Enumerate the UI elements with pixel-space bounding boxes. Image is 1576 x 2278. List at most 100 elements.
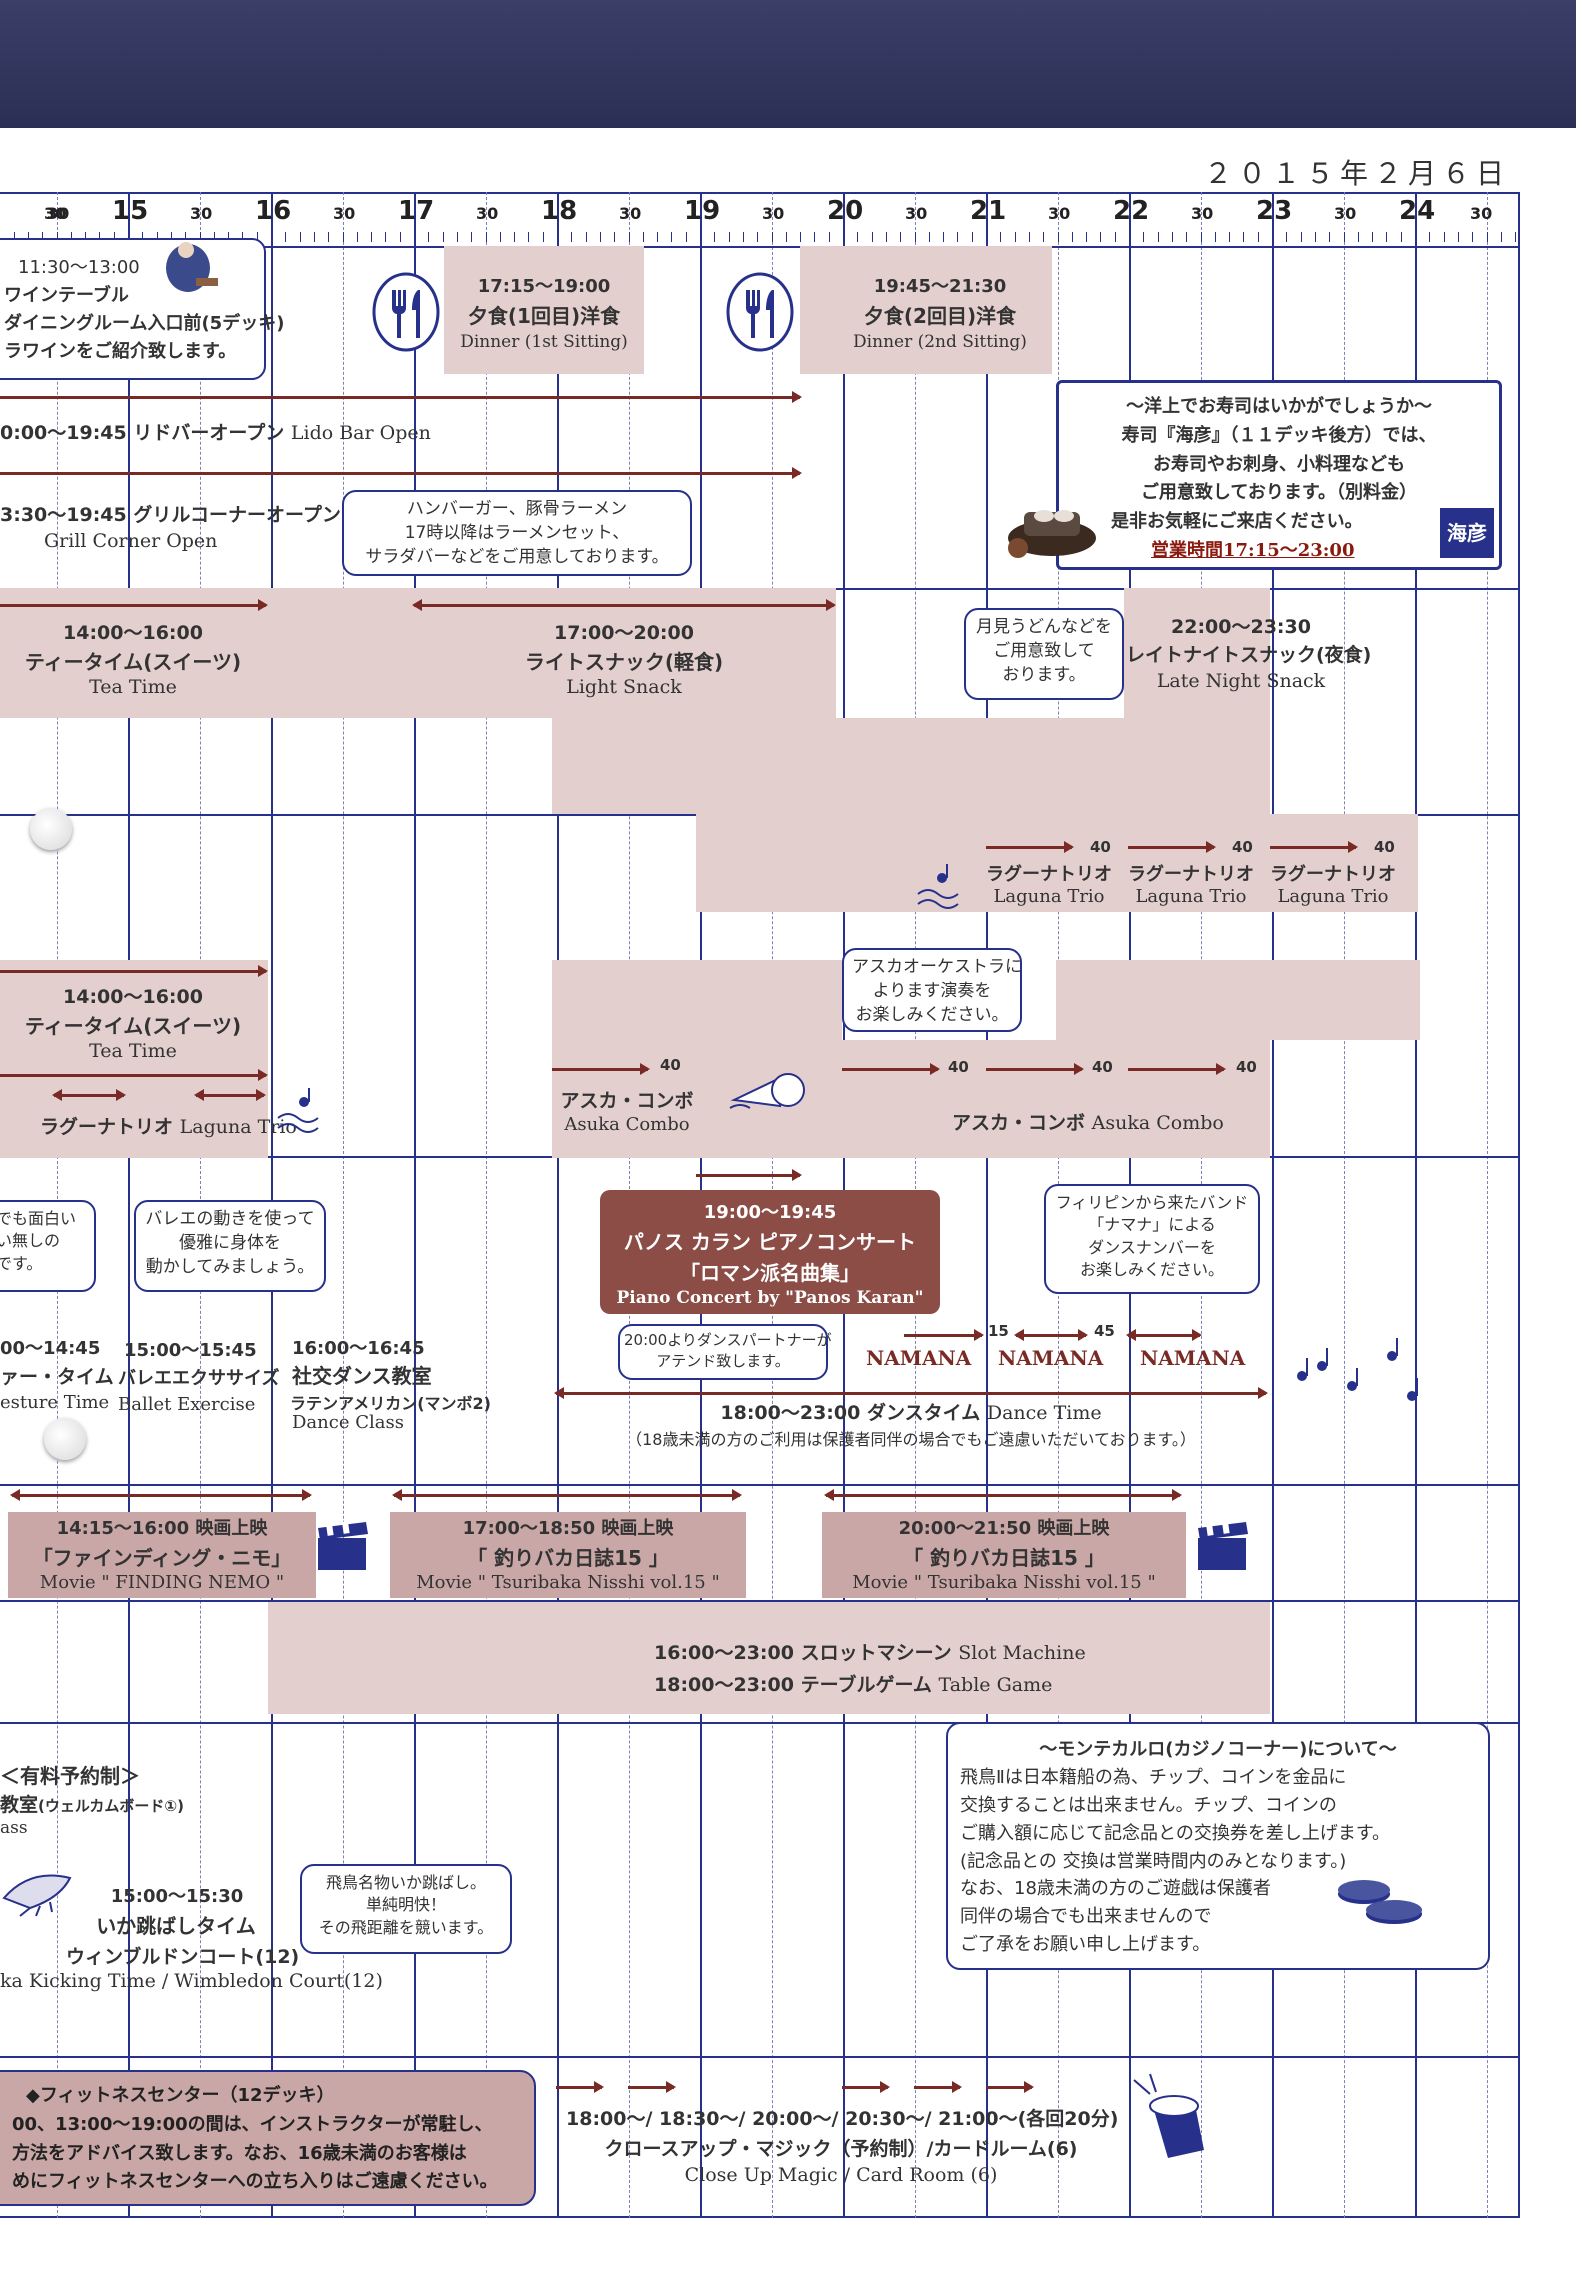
time-tick xyxy=(1072,232,1073,242)
grill-bubble-line1: ハンバーガー、豚骨ラーメン xyxy=(406,499,628,519)
ballet-title: バレエエクササイズ xyxy=(118,1368,280,1389)
time-tick xyxy=(471,232,472,242)
time-tick xyxy=(1286,232,1287,242)
movie-title: 「ファインディング・ニモ」 xyxy=(32,1546,292,1570)
time-tick xyxy=(343,232,344,242)
row-separator xyxy=(0,246,1520,248)
casino-note-line7: ご了承をお願い申し上げます。 xyxy=(960,1934,1211,1956)
time-tick xyxy=(1043,232,1044,242)
clapperboard-icon xyxy=(318,1521,368,1570)
asuka-combo1-arrow xyxy=(552,1063,650,1075)
namana1-arrow xyxy=(904,1329,984,1341)
time-tick xyxy=(900,232,901,242)
ballet-bubble: バレエの動きを使って 優雅に身体を 動かしてみましょう。 xyxy=(134,1200,326,1292)
time-tick xyxy=(743,232,744,242)
asuka-n2: 40 xyxy=(1092,1058,1113,1076)
half-hour-gridline xyxy=(1344,192,1345,2218)
lido-ja: リドバーオープン xyxy=(133,422,285,444)
casino-note-line6: 同伴の場合でも出来ませんので xyxy=(960,1906,1212,1928)
squid-icon xyxy=(2,1874,72,1917)
wine-location: ダイニングルーム入口前(5デッキ) xyxy=(4,312,285,334)
reserve-class: 教室(ウェルカムボード①) xyxy=(0,1790,184,1817)
grill-label: 3:30〜19:45 グリルコーナーオープン xyxy=(0,500,341,527)
time-tick xyxy=(500,232,501,242)
laguna-arrow xyxy=(986,841,1074,853)
asuka-bubble-line2: よります演奏を xyxy=(872,980,992,1001)
time-tick xyxy=(643,232,644,242)
time-tick xyxy=(400,232,401,242)
grill-time: 3:30〜19:45 xyxy=(0,504,127,526)
tea2-shade xyxy=(0,960,268,1158)
half-hour-label: 30 xyxy=(1048,204,1071,223)
magic-times: 18:00〜/ 18:30〜/ 20:00〜/ 20:30〜/ 21:00〜(各… xyxy=(566,2108,1119,2130)
time-tick xyxy=(586,232,587,242)
tea2-laguna: ラグーナトリオ Laguna Trio xyxy=(40,1112,297,1139)
hour-label-20: 20 xyxy=(827,196,864,226)
dance-time-arrow xyxy=(554,1387,1268,1399)
time-tick xyxy=(300,232,301,242)
udon-line1: 月見うどんなどを xyxy=(976,617,1112,637)
hour-gridline xyxy=(414,192,416,2218)
asuka-combo2-arrow1 xyxy=(842,1063,940,1075)
table-ja: テーブルゲーム xyxy=(800,1674,932,1696)
movie-time: 20:00〜21:50 映画上映 xyxy=(898,1518,1110,1539)
fork-knife-icon xyxy=(372,272,440,352)
waiter-icon xyxy=(166,242,218,292)
magic-hat-icon xyxy=(1133,2073,1204,2158)
time-tick xyxy=(872,232,873,242)
hour-gridline xyxy=(128,192,130,2218)
time-tick xyxy=(314,232,315,242)
time-tick xyxy=(1415,232,1416,242)
time-tick xyxy=(1258,232,1259,242)
time-tick xyxy=(600,232,601,242)
time-tick xyxy=(228,232,229,242)
time-tick xyxy=(42,232,43,242)
partner-line2: アテンド致します。 xyxy=(656,1352,790,1370)
time-tick xyxy=(1243,232,1244,242)
row-separator xyxy=(0,2056,1520,2058)
time-tick xyxy=(1029,232,1030,242)
dance-time-note: （18歳未満の方のご利用は保護者同伴の場合でもご遠慮いただいております。） xyxy=(626,1430,1196,1449)
ika-bubble-line2: 単純明快！ xyxy=(365,1895,446,1915)
namana3-arrow xyxy=(1126,1329,1202,1341)
gesture-en: esture Time xyxy=(0,1392,110,1413)
time-tick xyxy=(543,232,544,242)
movie-title: 「 釣りバカ日誌15 」 xyxy=(903,1546,1105,1570)
time-tick xyxy=(786,232,787,242)
casino-chips-icon xyxy=(1338,1880,1422,1924)
time-tick xyxy=(1358,232,1359,242)
time-tick xyxy=(1058,232,1059,242)
lightsnack-shade xyxy=(268,588,836,718)
movie-box xyxy=(8,1512,316,1598)
tea1-en: Tea Time xyxy=(89,676,177,698)
lightsnack-time: 17:00〜20:00 xyxy=(554,622,694,644)
half-hour-label: 30 xyxy=(619,204,642,223)
lido-time: 0:00〜19:45 xyxy=(0,422,127,444)
half-hour-label: 30 xyxy=(190,204,213,223)
half-hour-label: 30 xyxy=(762,204,785,223)
asuka-bubble-line1: アスカオーケストラに xyxy=(852,957,1022,977)
piano-arrow xyxy=(696,1169,802,1181)
laguna-ja: ラグーナトリオ xyxy=(1270,864,1396,885)
time-tick xyxy=(528,232,529,242)
grill-bubble: ハンバーガー、豚骨ラーメン 17時以降はラーメンセット、 サラダバーなどをご用意… xyxy=(342,490,692,576)
casino-note-line5: なお、18歳未満の方のご遊戯は保護者 xyxy=(960,1878,1271,1900)
fitness-line1: 00、13:00〜19:00の間は、インストラクターが常駐し、 xyxy=(12,2113,493,2135)
row-separator xyxy=(0,1484,1520,1486)
partner-bubble: 20:00よりダンスパートナーが アテンド致します。 xyxy=(618,1324,832,1380)
ika-en: ka Kicking Time / Wimbledon Court(12) xyxy=(0,1970,383,1992)
time-tick xyxy=(657,232,658,242)
slot-en: Slot Machine xyxy=(958,1642,1086,1664)
dinner1-title: 夕食(1回目)洋食 xyxy=(467,304,621,328)
dinner2-title: 夕食(2回目)洋食 xyxy=(863,304,1017,328)
dance-time-time: 18:00〜23:00 xyxy=(720,1402,861,1424)
hour-label-22: 22 xyxy=(1113,196,1150,226)
time-tick xyxy=(486,232,487,242)
casino-note-title: 〜モンテカルロ(カジノコーナー)について〜 xyxy=(1039,1739,1397,1760)
hour-label-15: 15 xyxy=(112,196,149,226)
time-tick xyxy=(1386,232,1387,242)
slot-machine: 16:00〜23:00 スロットマシーン Slot Machine xyxy=(654,1638,1086,1665)
dance-class-time: 16:00〜16:45 xyxy=(292,1338,425,1359)
reserve-heading: ＜有料予約制＞ xyxy=(0,1764,140,1788)
asuka-bubble: アスカオーケストラに よります演奏を お楽しみください。 xyxy=(842,948,1022,1032)
